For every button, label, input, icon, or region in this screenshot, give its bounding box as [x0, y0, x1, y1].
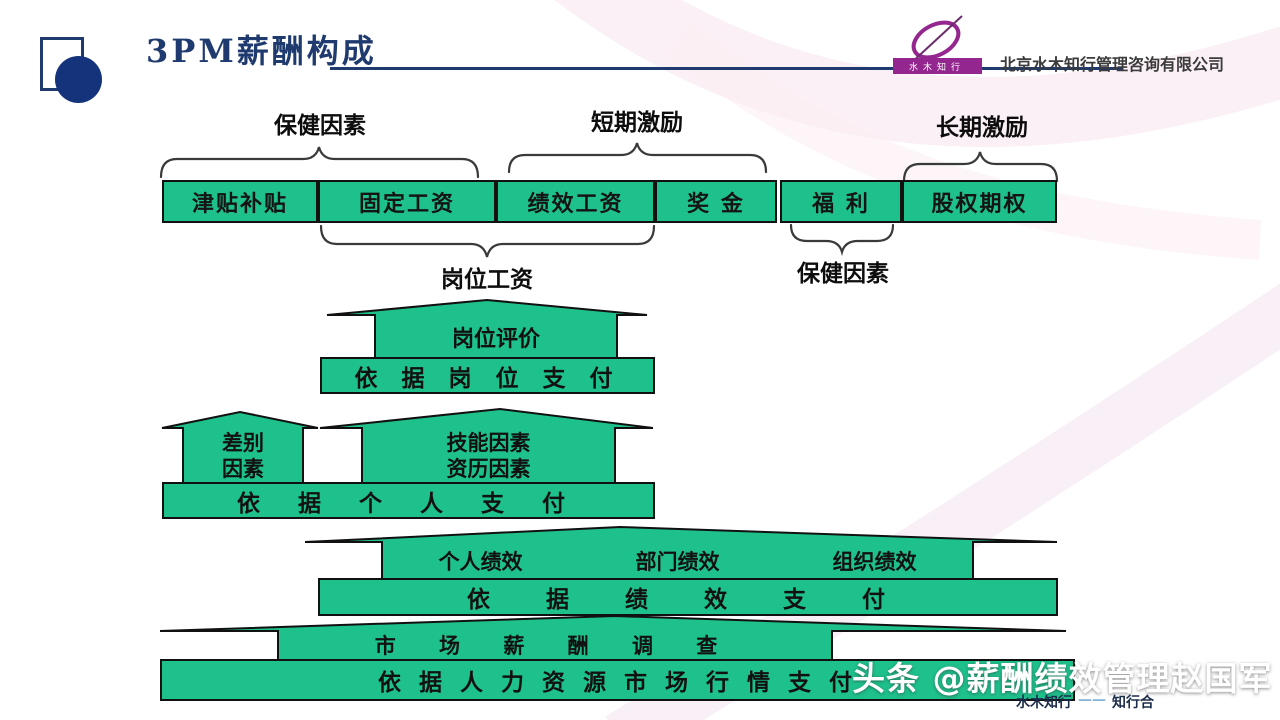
label-long-term-incentive: 长期激励	[936, 115, 1028, 141]
label-short-term-incentive: 短期激励	[591, 110, 683, 136]
bar-pay-by-market: 依 据 人 力 资 源 市 场 行 情 支 付	[160, 659, 1075, 701]
brace-long-term-incentive	[902, 151, 1059, 183]
footer-dash: ——	[1078, 692, 1106, 708]
footer-slogan: 水木知行 —— 知行合	[1016, 692, 1154, 712]
text-individual-performance: 个人绩效	[438, 550, 523, 574]
company-logo: 水木知行	[893, 15, 982, 74]
brace-welfare-hygiene	[789, 223, 895, 257]
box-allowance-subsidy: 津贴补贴	[162, 180, 318, 223]
bar-pay-by-performance: 依 据 绩 效 支 付	[318, 578, 1058, 616]
box-performance-salary: 绩效工资	[496, 180, 655, 223]
label-hygiene-factors: 保健因素	[274, 113, 366, 139]
text-line: 资历因素	[446, 457, 531, 481]
logo-needle-icon	[909, 15, 963, 65]
page-title: 3PM薪酬构成	[146, 32, 377, 70]
text-skill-seniority-factors: 技能因素 资历因素	[362, 429, 615, 483]
text-line: 技能因素	[446, 431, 531, 455]
text-organization-performance: 组织绩效	[832, 550, 917, 574]
swirl-curve	[554, 0, 1280, 148]
logo-text: 水木知行	[909, 61, 965, 73]
company-name: 北京水木知行管理咨询有限公司	[1000, 55, 1225, 74]
title-underline	[330, 67, 1122, 70]
box-welfare: 福 利	[780, 180, 902, 223]
text-line: 因素	[222, 457, 264, 481]
brace-position-wage	[319, 224, 656, 258]
text-line: 差别	[222, 431, 264, 455]
footer-motto: 知行合	[1112, 695, 1154, 711]
text-position-evaluation: 岗位评价	[451, 327, 540, 352]
swirl-curve	[667, 24, 1262, 260]
house-market-salary-survey	[159, 614, 1067, 663]
logo-banner	[893, 58, 982, 74]
house-difference-factors	[161, 410, 319, 485]
box-fixed-salary: 固定工资	[318, 180, 496, 223]
house-performance-factors	[304, 525, 1058, 581]
text-performance-items: 个人绩效 部门绩效 组织绩效	[382, 543, 973, 579]
footer-brand: 水木知行	[1016, 695, 1072, 711]
brace-hygiene-factors	[159, 146, 480, 179]
box-bonus: 奖 金	[655, 180, 777, 223]
text-difference-factors: 差别 因素	[183, 429, 303, 483]
bar-pay-by-position: 依 据 岗 位 支 付	[320, 357, 655, 394]
box-stock-options: 股权期权	[902, 180, 1057, 223]
text-department-performance: 部门绩效	[635, 550, 720, 574]
logo-swirl-icon	[911, 20, 961, 60]
label-position-wage: 岗位工资	[441, 267, 533, 293]
brace-short-term-incentive	[507, 142, 768, 174]
text-market-salary-survey: 市 场 薪 酬 调 查	[374, 634, 736, 658]
bar-pay-by-person: 依 据 个 人 支 付	[162, 482, 655, 519]
house-position-evaluation	[326, 298, 648, 360]
watermark-toutiao: 头条 @薪酬绩效管理赵国军	[852, 659, 1273, 698]
house-skill-seniority-factors	[319, 407, 654, 485]
label-hygiene-factors-welfare: 保健因素	[797, 261, 889, 287]
title-circle-decoration	[55, 56, 102, 103]
